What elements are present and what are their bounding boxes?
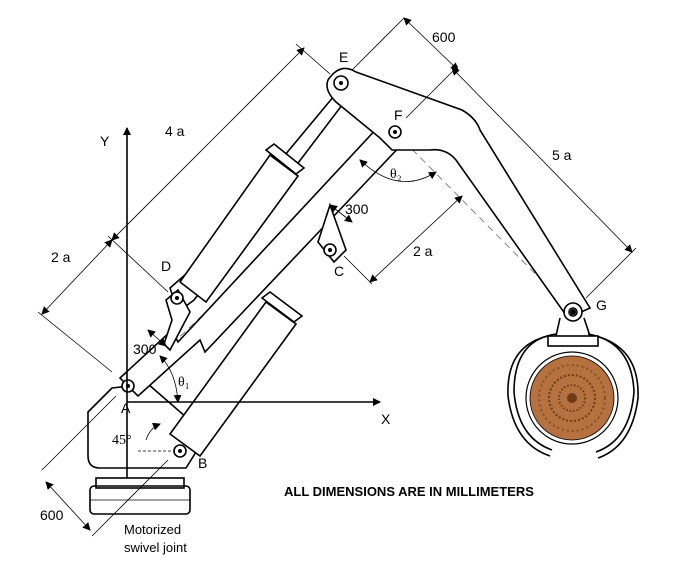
swivel-base (89, 477, 191, 515)
lower-hydraulic-cylinder (168, 251, 328, 458)
dim-4a-line (111, 47, 305, 241)
dim-4a-label: 4 a (165, 123, 185, 139)
dim-5a-line (451, 67, 633, 253)
dim-2a-fc-line (369, 195, 463, 283)
dim-2a-ad-label: 2 a (51, 249, 71, 265)
dim-2a-ad-line (41, 239, 113, 315)
theta1-label: θ₁ (178, 375, 190, 390)
label-f: F (394, 107, 403, 123)
units-note: ALL DIMENSIONS ARE IN MILLIMETERS (284, 484, 534, 499)
label-b: B (198, 455, 207, 471)
theta2-arc (359, 159, 437, 182)
joint-a (121, 379, 135, 393)
caption-line-2: swivel joint (124, 540, 187, 555)
dim-600-top-extension-f (405, 65, 459, 119)
dim-2a-fc-label: 2 a (413, 243, 433, 259)
label-g: G (596, 297, 607, 313)
dim-2a-fc-extension (343, 255, 373, 285)
label-c: C (334, 263, 344, 279)
label-e: E (339, 49, 348, 65)
dim-300-c-line (329, 204, 353, 223)
dim-5a-extension-g (585, 247, 637, 299)
theta2-label: θ₂ (390, 167, 402, 182)
forearm-link (326, 67, 592, 320)
dim-600-bottom-label: 600 (40, 507, 64, 523)
dim-600-top-extension-e (351, 17, 405, 71)
label-a: A (121, 400, 131, 416)
dim-600-top-line (403, 17, 459, 71)
joint-c (323, 243, 337, 257)
log (525, 351, 619, 445)
joint-f (388, 125, 402, 139)
base-angle-label: 45° (112, 433, 132, 448)
theta1-arc (159, 355, 182, 403)
joint-d (170, 291, 184, 305)
dim-4a-extension-a (37, 311, 113, 373)
dim-5a-label: 5 a (552, 147, 572, 163)
joint-e (333, 75, 349, 91)
joint-g (570, 309, 576, 315)
dim-600-top-label: 600 (432, 29, 456, 45)
x-axis-label: X (381, 411, 391, 427)
dim-300-d-line (147, 329, 167, 347)
y-axis-label: Y (100, 133, 110, 149)
caption-line-1: Motorized (124, 522, 181, 537)
joint-b (173, 444, 187, 458)
dim-600-bottom-extension-b (91, 459, 169, 537)
base-angle-arc (145, 422, 161, 441)
dim-2a-ad-extension (107, 235, 169, 293)
label-d: D (161, 258, 171, 274)
dim-600-bottom-line (45, 481, 91, 531)
dim-300-d-label: 300 (133, 341, 157, 357)
dim-300-c-label: 300 (345, 201, 369, 217)
dim-600-bottom-extension-a (41, 395, 117, 471)
dim-4a-extension-e (295, 43, 331, 75)
bracket-d (163, 288, 191, 352)
